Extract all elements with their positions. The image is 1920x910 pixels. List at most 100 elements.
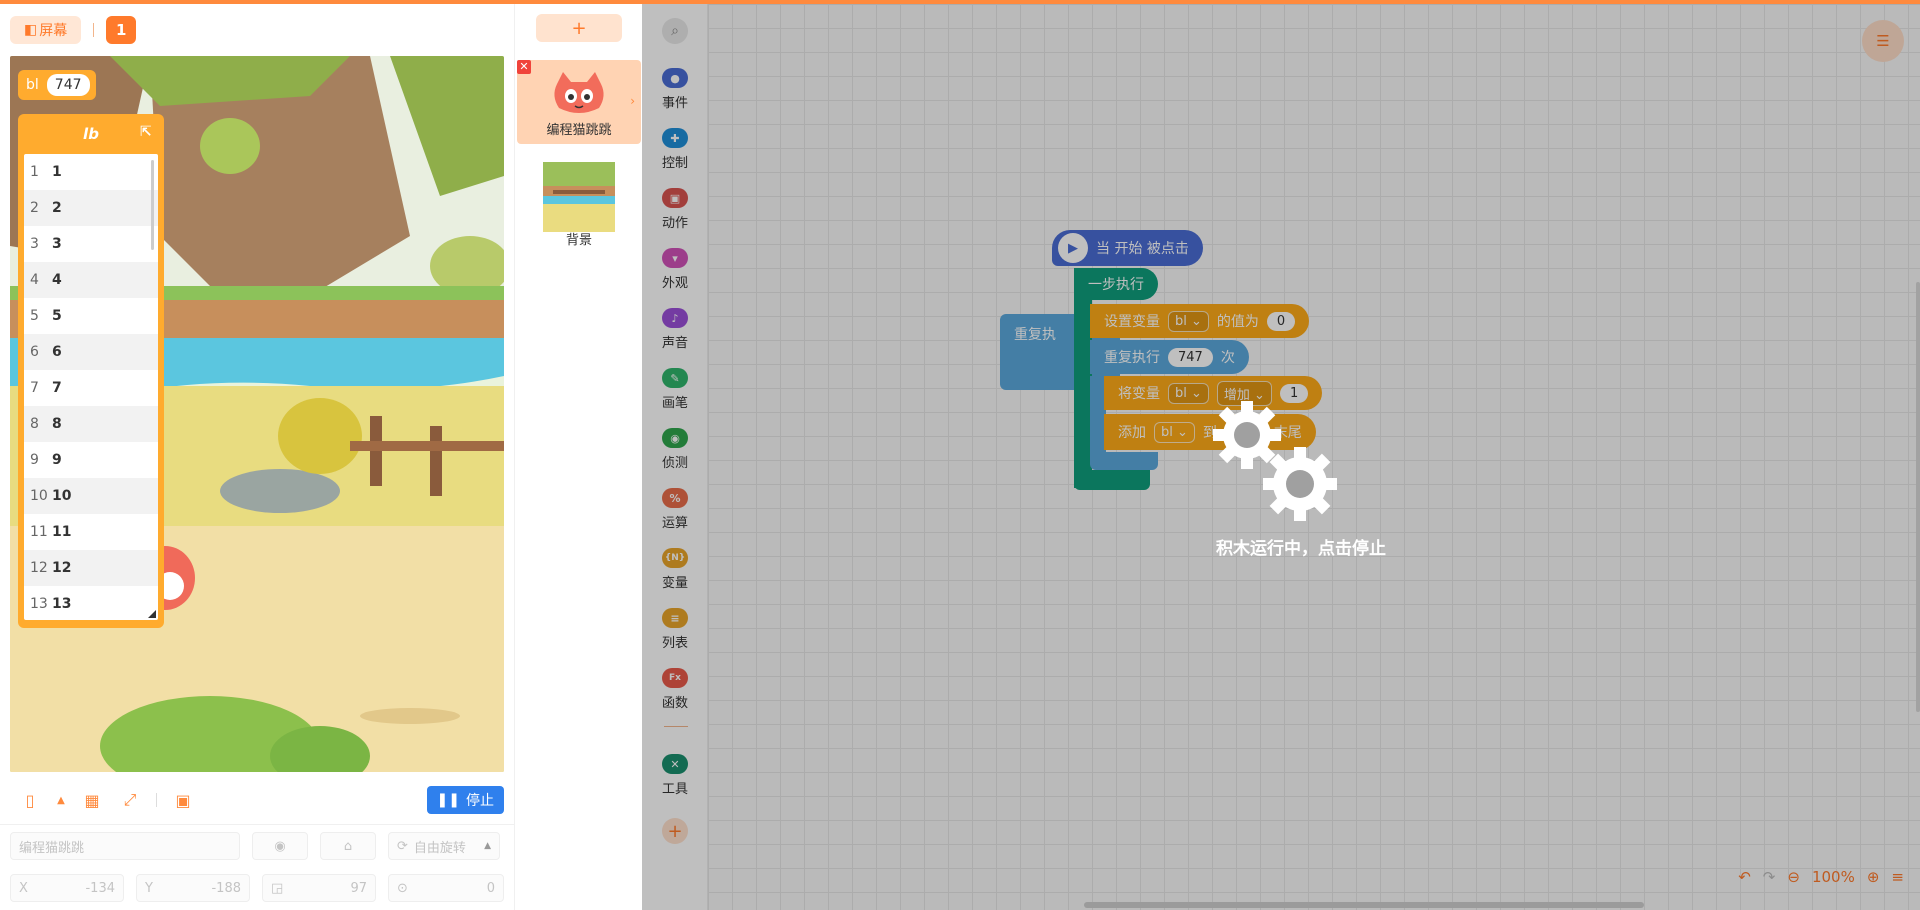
operation-dropdown[interactable]: 增加 ⌄: [1216, 380, 1272, 406]
category-list[interactable]: ≡列表: [642, 600, 708, 651]
background-card[interactable]: 背景: [539, 162, 619, 248]
category-toggle[interactable]: ●事件: [642, 60, 708, 111]
code-workspace[interactable]: 重复执 ▶ 当 开始 被点击 一步执行 设置变量 bl ⌄ 的值为 0 重复执行…: [708, 4, 1920, 910]
screen-page-button[interactable]: 1: [106, 16, 137, 44]
export-icon[interactable]: ⇱: [140, 124, 152, 140]
category-math[interactable]: %运算: [642, 480, 708, 531]
category-label: 侦测: [661, 456, 688, 471]
variable-dropdown[interactable]: bl ⌄: [1168, 310, 1209, 332]
change-var-value-input[interactable]: 1: [1279, 383, 1309, 403]
size-field[interactable]: ◲ 97: [262, 874, 376, 902]
repeat-block[interactable]: 重复执行 747 次: [1090, 340, 1249, 374]
when-start-clicked-block[interactable]: ▶ 当 开始 被点击: [1052, 230, 1203, 266]
var-icon: {N}: [662, 548, 688, 568]
search-icon[interactable]: ⌕: [662, 18, 688, 44]
control-block-body: [1074, 268, 1092, 488]
list-scrollbar[interactable]: [151, 160, 154, 250]
list-item-index: 6: [30, 344, 39, 360]
screen-button[interactable]: ◧ 屏幕: [10, 16, 82, 44]
list-item-index: 12: [30, 560, 48, 576]
undo-icon[interactable]: ↶: [1738, 868, 1751, 886]
category-music[interactable]: ♪声音: [642, 300, 708, 351]
list-item-index: 5: [30, 308, 39, 324]
redo-icon[interactable]: ↷: [1762, 868, 1776, 886]
category-sensor[interactable]: ◉侦测: [642, 420, 708, 471]
sprite-card[interactable]: ✕ › 编程猫跳跳: [517, 60, 641, 144]
caret-up-icon[interactable]: ▲: [57, 794, 65, 806]
set-var-value-input[interactable]: 0: [1266, 311, 1296, 331]
zoom-in-icon[interactable]: ⊕: [1866, 868, 1880, 886]
device-icon[interactable]: ▯: [25, 790, 35, 810]
x-field[interactable]: X -134: [10, 874, 124, 902]
async-block-label: 一步执行: [1088, 277, 1144, 293]
running-overlay[interactable]: 积木运行中，点击停止: [642, 4, 1920, 910]
align-blocks-icon[interactable]: ≡: [1891, 868, 1904, 886]
y-label: Y: [145, 880, 153, 896]
stop-button[interactable]: ❚❚ 停止: [426, 786, 504, 814]
category-var[interactable]: {N} 变量: [642, 540, 708, 591]
present-icon[interactable]: ▣: [175, 790, 191, 810]
add-extension-button[interactable]: +: [662, 818, 688, 844]
delete-icon[interactable]: ✕: [517, 60, 531, 74]
variable-dropdown-value: bl: [1175, 313, 1187, 329]
list-header: lb ⇱: [24, 114, 158, 154]
chevron-right-icon: ›: [630, 94, 635, 108]
repeat-suffix-label: 次: [1220, 350, 1235, 366]
running-message[interactable]: 积木运行中，点击停止: [1216, 539, 1386, 559]
set-variable-block[interactable]: 设置变量 bl ⌄ 的值为 0: [1090, 304, 1310, 338]
fullscreen-icon[interactable]: ⤢: [123, 790, 137, 809]
category-label: 控制: [661, 156, 688, 171]
grid-icon[interactable]: ▦: [84, 790, 100, 810]
category-dpad[interactable]: ✚控制: [642, 120, 708, 171]
direction-field[interactable]: ⊙ 0: [388, 874, 504, 902]
list-item-index: 11: [30, 524, 48, 540]
y-value: -188: [211, 880, 241, 896]
add-sprite-button[interactable]: +: [536, 14, 622, 42]
category-shirt[interactable]: ▾外观: [642, 240, 708, 291]
variable-dropdown[interactable]: bl ⌄: [1168, 382, 1209, 404]
sprite-props-row-2: X -134 Y -188 ◲ 97 ⊙ 0: [10, 874, 504, 902]
sprite-name: 编程猫跳跳: [546, 123, 612, 138]
async-block[interactable]: 一步执行: [1074, 268, 1158, 300]
resize-handle-icon[interactable]: [148, 610, 156, 618]
category-pen[interactable]: ✎画笔: [642, 360, 708, 411]
sprite-name-input[interactable]: 编程猫跳跳: [10, 832, 240, 860]
category-tools[interactable]: ✕工具: [642, 746, 708, 797]
search-blocks-icon[interactable]: ☰: [1862, 20, 1904, 62]
vertical-scrollbar[interactable]: [1916, 282, 1920, 712]
category-motion[interactable]: ▣动作: [642, 180, 708, 231]
visibility-toggle[interactable]: ◉: [252, 832, 308, 860]
list-item-value: 7: [52, 380, 62, 396]
category-label: 变量: [661, 576, 688, 591]
y-field[interactable]: Y -188: [136, 874, 250, 902]
pause-icon: ❚❚: [436, 792, 460, 808]
repeat-times-input[interactable]: 747: [1168, 347, 1213, 367]
play-icon: ▶: [1058, 233, 1088, 263]
list-item-value: 3: [52, 236, 62, 252]
variable-monitor[interactable]: bl 747: [18, 70, 96, 100]
zoom-level: 100%: [1811, 868, 1855, 886]
change-variable-block[interactable]: 将变量 bl ⌄ 增加 ⌄ 1: [1104, 376, 1323, 410]
rotation-select[interactable]: ⟳ 自由旋转 ▲: [388, 832, 500, 860]
lock-toggle[interactable]: ⌂: [320, 832, 376, 860]
x-value: -134: [85, 880, 115, 896]
horizontal-scrollbar[interactable]: [1084, 902, 1644, 908]
item-dropdown[interactable]: bl ⌄: [1154, 421, 1195, 443]
zoom-out-icon[interactable]: ⊖: [1787, 868, 1800, 886]
